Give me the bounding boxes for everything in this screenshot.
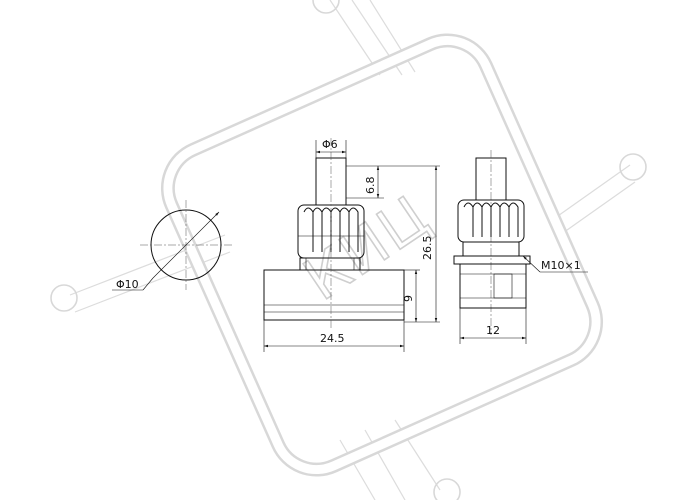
dim-thread: M10×1 <box>541 259 581 272</box>
dim-9: 9 <box>402 295 415 302</box>
dim-phi6: Φ6 <box>322 138 338 151</box>
dim-phi10: Φ10 <box>116 278 139 291</box>
dim-6-8: 6.8 <box>364 177 377 195</box>
watermark-circle <box>50 284 78 312</box>
watermark-circle <box>312 0 340 14</box>
watermark-circle <box>433 478 461 500</box>
front-view: Φ6 6.8 26.5 9 24.5 <box>263 138 440 352</box>
dim-26-5: 26.5 <box>421 236 434 261</box>
dim-24-5: 24.5 <box>320 332 345 345</box>
dim-12: 12 <box>486 324 500 337</box>
watermark-text: КИЦ <box>292 181 442 313</box>
side-view: M10×1 12 <box>453 150 588 344</box>
top-view: Φ10 <box>112 200 232 291</box>
watermark-circle <box>619 153 647 181</box>
